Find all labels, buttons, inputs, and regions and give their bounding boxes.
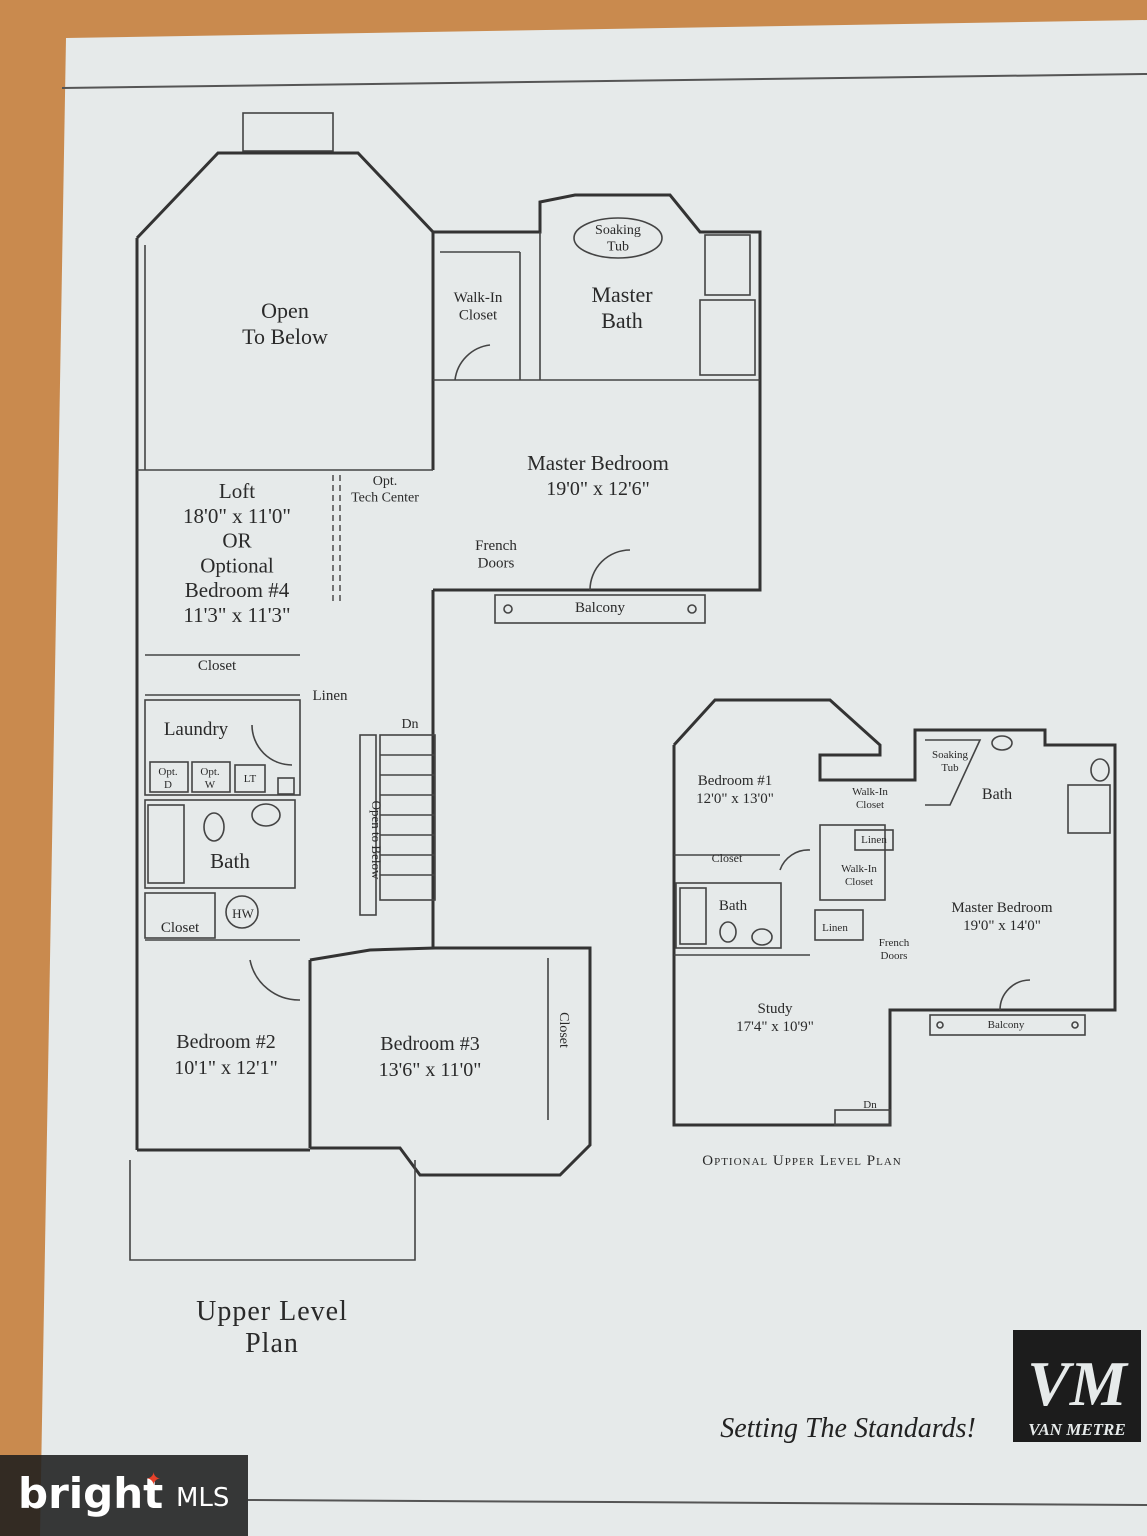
sparkle-icon: ✦ bbox=[146, 1469, 162, 1490]
opt-label-study-size: 17'4" x 10'9" bbox=[736, 1019, 814, 1035]
opt-label-closet: Closet bbox=[712, 851, 743, 865]
opt-label-balcony: Balcony bbox=[988, 1019, 1025, 1031]
opt-plan-caption: Optional Upper Level Plan bbox=[702, 1153, 901, 1169]
label-hall-closet: Closet bbox=[161, 920, 200, 936]
opt-label-bedroom-1-size: 12'0" x 13'0" bbox=[696, 791, 774, 807]
opt-label-linen-bottom: Linen bbox=[822, 922, 848, 934]
watermark-mls: MLS bbox=[176, 1483, 230, 1513]
optional-plan-walls bbox=[672, 698, 1117, 1127]
opt-label-master-bedroom-size: 19'0" x 14'0" bbox=[963, 918, 1041, 934]
label-opt-washer: Opt.W bbox=[200, 766, 220, 791]
label-water-heater: HW bbox=[232, 906, 254, 921]
van-metre-logo: VM VAN METRE bbox=[1013, 1330, 1141, 1442]
slogan: Setting The Standards! bbox=[720, 1413, 976, 1444]
paper-sheet bbox=[40, 20, 1147, 1536]
bottom-rule bbox=[247, 1499, 1147, 1506]
opt-label-bath: Bath bbox=[719, 898, 748, 914]
logo-text: VAN METRE bbox=[1028, 1420, 1125, 1439]
label-open-to-below-stair: Open to Below bbox=[369, 801, 384, 880]
bright-mls-watermark: bright ✦ MLS bbox=[0, 1455, 248, 1536]
label-bedroom-2-size: 10'1" x 12'1" bbox=[174, 1057, 278, 1079]
label-master-bedroom-size: 19'0" x 12'6" bbox=[546, 478, 650, 500]
opt-label-master-bath: Bath bbox=[982, 786, 1012, 803]
label-opt-tech-center: Opt.Tech Center bbox=[351, 474, 419, 506]
label-bedroom-3: Bedroom #3 bbox=[380, 1033, 479, 1055]
plan-title-line1: Upper Level bbox=[196, 1296, 348, 1327]
opt-label-study: Study bbox=[757, 1001, 793, 1017]
logo-box bbox=[1013, 1330, 1141, 1442]
label-stair-dn: Dn bbox=[401, 717, 418, 732]
label-loft-closet: Closet bbox=[198, 658, 237, 674]
label-bedroom-2: Bedroom #2 bbox=[176, 1031, 275, 1053]
label-laundry-tub: LT bbox=[244, 773, 257, 785]
opt-label-linen-top: Linen bbox=[861, 834, 887, 846]
opt-label-bedroom-1: Bedroom #1 bbox=[698, 773, 773, 789]
label-balcony: Balcony bbox=[575, 600, 625, 616]
top-rule bbox=[61, 73, 1147, 89]
label-master-bedroom: Master Bedroom bbox=[527, 451, 669, 475]
watermark-bright: bright bbox=[18, 1469, 164, 1518]
label-linen: Linen bbox=[313, 688, 348, 704]
label-laundry: Laundry bbox=[164, 719, 229, 740]
label-bedroom-3-closet: Closet bbox=[556, 1012, 571, 1048]
label-opt-dryer: Opt.D bbox=[158, 766, 178, 791]
logo-monogram: VM bbox=[1027, 1348, 1129, 1419]
opt-label-master-bedroom: Master Bedroom bbox=[951, 900, 1053, 916]
label-bedroom-3-size: 13'6" x 11'0" bbox=[379, 1059, 482, 1081]
opt-label-dn: Dn bbox=[863, 1099, 877, 1111]
label-bath: Bath bbox=[210, 849, 250, 873]
plan-title-line2: Plan bbox=[245, 1328, 299, 1359]
main-plan-walls bbox=[129, 112, 762, 1261]
